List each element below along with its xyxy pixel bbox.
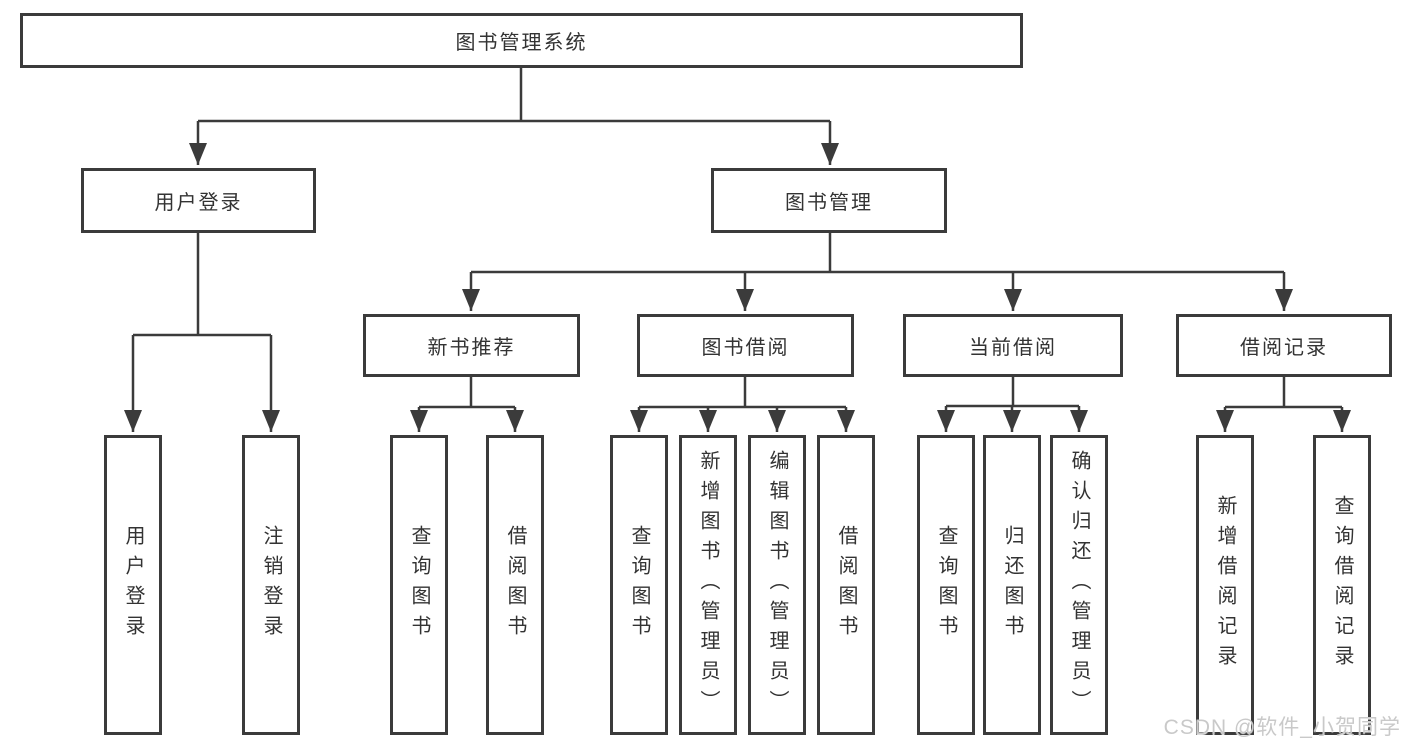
- node-label: 归还图书: [1001, 525, 1023, 645]
- leaf-query-books-borrowing: 查询图书: [610, 435, 668, 735]
- leaf-add-book-admin: 新增图书（管理员）: [679, 435, 737, 735]
- leaf-return-books: 归还图书: [983, 435, 1041, 735]
- node-label: 用户登录: [154, 192, 243, 214]
- node-label: 确认归还（管理员）: [1068, 450, 1090, 720]
- node-label: 注销登录: [260, 525, 282, 645]
- node-label: 图书借阅: [701, 337, 790, 359]
- leaf-borrow-books-recommend: 借阅图书: [486, 435, 544, 735]
- leaf-query-books-recommend: 查询图书: [390, 435, 448, 735]
- leaf-user-login: 用户登录: [104, 435, 162, 735]
- node-book-management: 图书管理: [711, 168, 947, 233]
- node-label: 查询借阅记录: [1331, 495, 1353, 675]
- node-label: 编辑图书（管理员）: [766, 450, 788, 720]
- node-user-login: 用户登录: [81, 168, 316, 233]
- node-label: 借阅记录: [1240, 337, 1328, 359]
- node-label: 新增借阅记录: [1214, 495, 1236, 675]
- node-label: 图书管理: [785, 192, 873, 214]
- csdn-watermark: CSDN @软件_小贺同学: [1163, 716, 1401, 739]
- leaf-add-borrow-record: 新增借阅记录: [1196, 435, 1254, 735]
- leaf-query-books-current: 查询图书: [917, 435, 975, 735]
- node-label: 借阅图书: [504, 525, 526, 645]
- node-label: 新书推荐: [427, 337, 516, 359]
- node-label: 查询图书: [628, 525, 650, 645]
- node-book-borrowing: 图书借阅: [637, 314, 854, 377]
- node-label: 借阅图书: [835, 525, 857, 645]
- node-current-borrowing: 当前借阅: [903, 314, 1123, 377]
- leaf-logout-login: 注销登录: [242, 435, 300, 735]
- leaf-edit-book-admin: 编辑图书（管理员）: [748, 435, 806, 735]
- node-label: 新增图书（管理员）: [697, 450, 719, 720]
- node-library-management-system: 图书管理系统: [20, 13, 1023, 68]
- node-label: 当前借阅: [969, 337, 1057, 359]
- node-new-book-recommend: 新书推荐: [363, 314, 580, 377]
- node-label: 用户登录: [122, 525, 144, 645]
- node-label: 查询图书: [408, 525, 430, 645]
- leaf-query-borrow-record: 查询借阅记录: [1313, 435, 1371, 735]
- node-label: 查询图书: [935, 525, 957, 645]
- node-label: 图书管理系统: [455, 32, 588, 54]
- leaf-borrow-books: 借阅图书: [817, 435, 875, 735]
- node-borrowing-records: 借阅记录: [1176, 314, 1392, 377]
- leaf-confirm-return-admin: 确认归还（管理员）: [1050, 435, 1108, 735]
